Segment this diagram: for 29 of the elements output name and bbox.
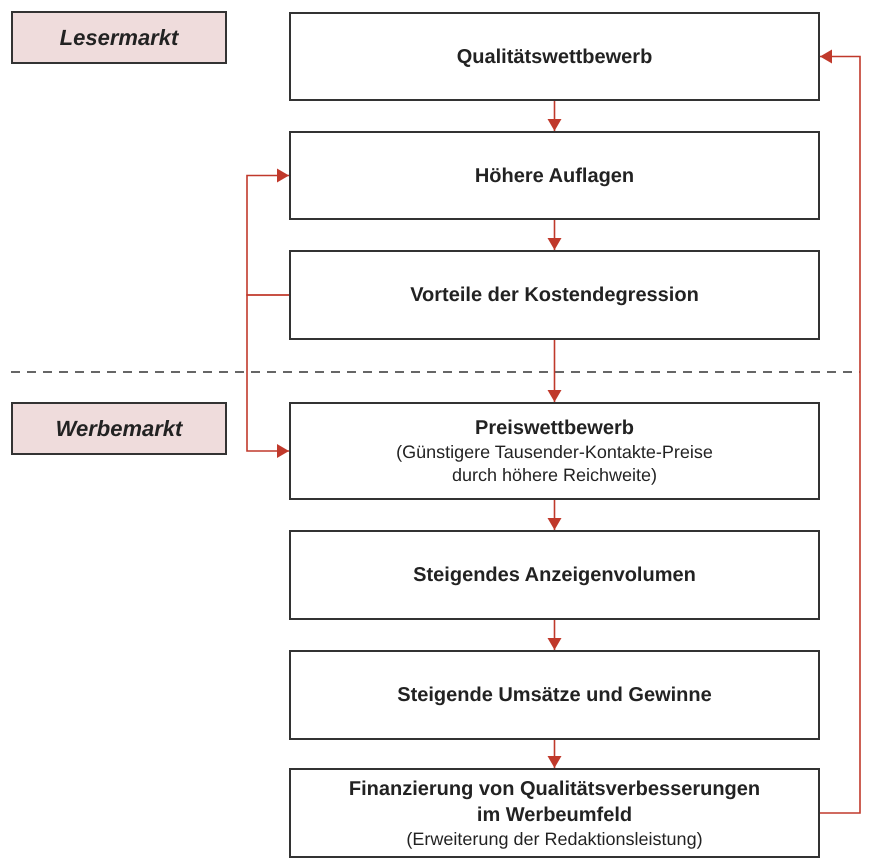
process-box: [289, 250, 820, 340]
process-box: [289, 131, 820, 220]
section-label: Lesermarkt: [60, 24, 178, 52]
box-title: Finanzierung von Qualitätsverbesserungen im Werbeumfeld: [348, 776, 762, 828]
section-tag: [11, 402, 227, 455]
box-title: Vorteile der Kostendegression: [410, 283, 699, 308]
process-box: [289, 768, 820, 858]
arrow: [548, 340, 562, 402]
section-tag: [11, 11, 227, 64]
box-title: Höhere Auflagen: [474, 164, 634, 188]
process-box: [289, 12, 820, 101]
arrow: [820, 50, 861, 814]
arrow: [548, 101, 562, 131]
arrow: [548, 740, 562, 768]
arrow: [548, 500, 562, 530]
section-label: Werbemarkt: [56, 415, 182, 443]
arrow: [548, 620, 562, 650]
box-subtitle: (Erweiterung der Redaktionsleistung): [406, 828, 703, 850]
process-box: [289, 530, 820, 620]
arrow: [246, 294, 289, 458]
box-title: Steigende Umsätze und Gewinne: [397, 683, 712, 708]
box-title: Qualitätswettbewerb: [456, 44, 652, 70]
process-box: [289, 402, 820, 500]
box-title: Preiswettbewerb: [475, 416, 634, 441]
arrow: [548, 220, 562, 250]
box-subtitle: (Günstigere Tausender-Kontakte-Preise durch höhere Reichweite): [395, 441, 714, 487]
box-title: Steigendes Anzeigenvolumen: [413, 563, 696, 588]
process-box: [289, 650, 820, 740]
arrow: [246, 168, 289, 296]
